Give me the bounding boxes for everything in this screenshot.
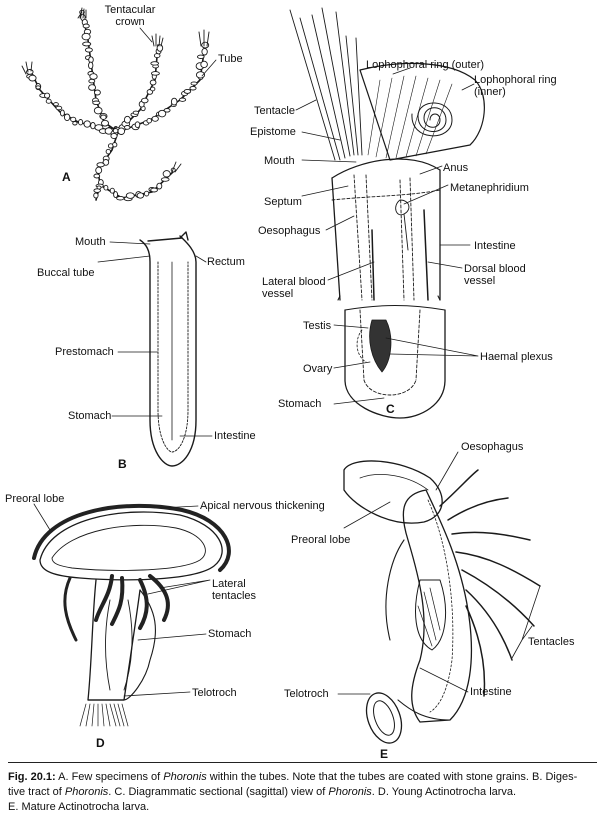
label-lophophoral-outer: Lophophoral ring (outer) — [366, 59, 485, 71]
label-mouth-c: Mouth — [264, 155, 295, 167]
label-metanephridium: Metanephridium — [450, 182, 529, 194]
label-apical-nervous-thickening: Apical nervous thickening — [200, 500, 325, 512]
panel-a-tentacular-crowns — [21, 7, 210, 173]
label-lateral-tentacles: Lateral tentacles — [212, 578, 257, 602]
panel-letter-d: D — [96, 736, 105, 750]
caption-genus-1: Phoronis — [163, 771, 207, 783]
label-preoral-lobe-d: Preoral lobe — [5, 493, 65, 505]
panel-letter-b: B — [118, 457, 127, 471]
label-buccal-tube: Buccal tube — [37, 267, 95, 279]
label-intestine-e: Intestine — [470, 686, 512, 698]
caption-a-text: A. Few specimens of — [58, 771, 161, 783]
label-haemal-plexus: Haemal plexus — [480, 351, 553, 363]
caption-line2-mid: . C. Diagrammatic sectional (sagittal) v… — [108, 786, 326, 798]
label-rectum: Rectum — [207, 256, 245, 268]
figure-artwork — [21, 7, 541, 744]
panel-d-young-larva — [32, 503, 231, 727]
panel-a-stone-grains — [26, 9, 210, 202]
caption-divider — [8, 762, 597, 763]
caption-line2-end: . D. Young Actinotrocha larva. — [371, 786, 517, 798]
label-epistome: Epistome — [250, 126, 296, 138]
label-preoral-lobe-e: Preoral lobe — [291, 534, 351, 546]
panel-letter-e: E — [380, 747, 389, 761]
label-oesophagus-e: Oesophagus — [461, 441, 524, 453]
panel-c-section — [289, 7, 485, 419]
panel-letter-c: C — [386, 402, 395, 416]
panel-e-mature-larva — [343, 460, 541, 744]
label-dorsal-blood-vessel: Dorsal blood vessel — [464, 263, 526, 287]
figure-caption: Fig. 20.1: A. Few specimens of Phoronis … — [8, 770, 597, 815]
label-intestine-b: Intestine — [214, 430, 256, 442]
label-stomach-b: Stomach — [68, 410, 112, 422]
caption-line2-start: tive tract of — [8, 786, 62, 798]
label-mouth-b: Mouth — [75, 236, 106, 248]
label-telotroch-e: Telotroch — [284, 688, 329, 700]
label-stomach-d: Stomach — [208, 628, 252, 640]
panel-letter-a: A — [62, 170, 71, 184]
label-ovary: Ovary — [303, 363, 333, 375]
label-stomach-c: Stomach — [278, 398, 322, 410]
caption-genus-3: Phoronis — [328, 786, 372, 798]
label-lateral-blood-vessel: Lateral blood vessel — [262, 276, 326, 300]
label-tentacles-e: Tentacles — [528, 636, 575, 648]
caption-line3: E. Mature Actinotrocha larva. — [8, 801, 150, 813]
leader-lines — [33, 27, 541, 697]
label-intestine-c: Intestine — [474, 240, 516, 252]
label-prestomach: Prestomach — [55, 346, 114, 358]
label-telotroch-d: Telotroch — [192, 687, 237, 699]
label-tentacular-crown: Tentacular crown — [104, 4, 156, 28]
panel-b-digestive-tract — [139, 231, 197, 467]
caption-a-rest: within the tubes. Note that the tubes ar… — [209, 771, 578, 783]
label-anus: Anus — [443, 162, 469, 174]
label-tube: Tube — [218, 53, 243, 65]
label-lophophoral-inner: Lophophoral ring (inner) — [474, 74, 557, 98]
label-septum: Septum — [264, 196, 302, 208]
caption-genus-2: Phoronis — [64, 786, 109, 798]
caption-fig-number: Fig. 20.1: — [8, 771, 56, 783]
label-tentacle: Tentacle — [254, 105, 295, 117]
label-oesophagus-c: Oesophagus — [258, 225, 321, 237]
label-testis: Testis — [303, 320, 332, 332]
